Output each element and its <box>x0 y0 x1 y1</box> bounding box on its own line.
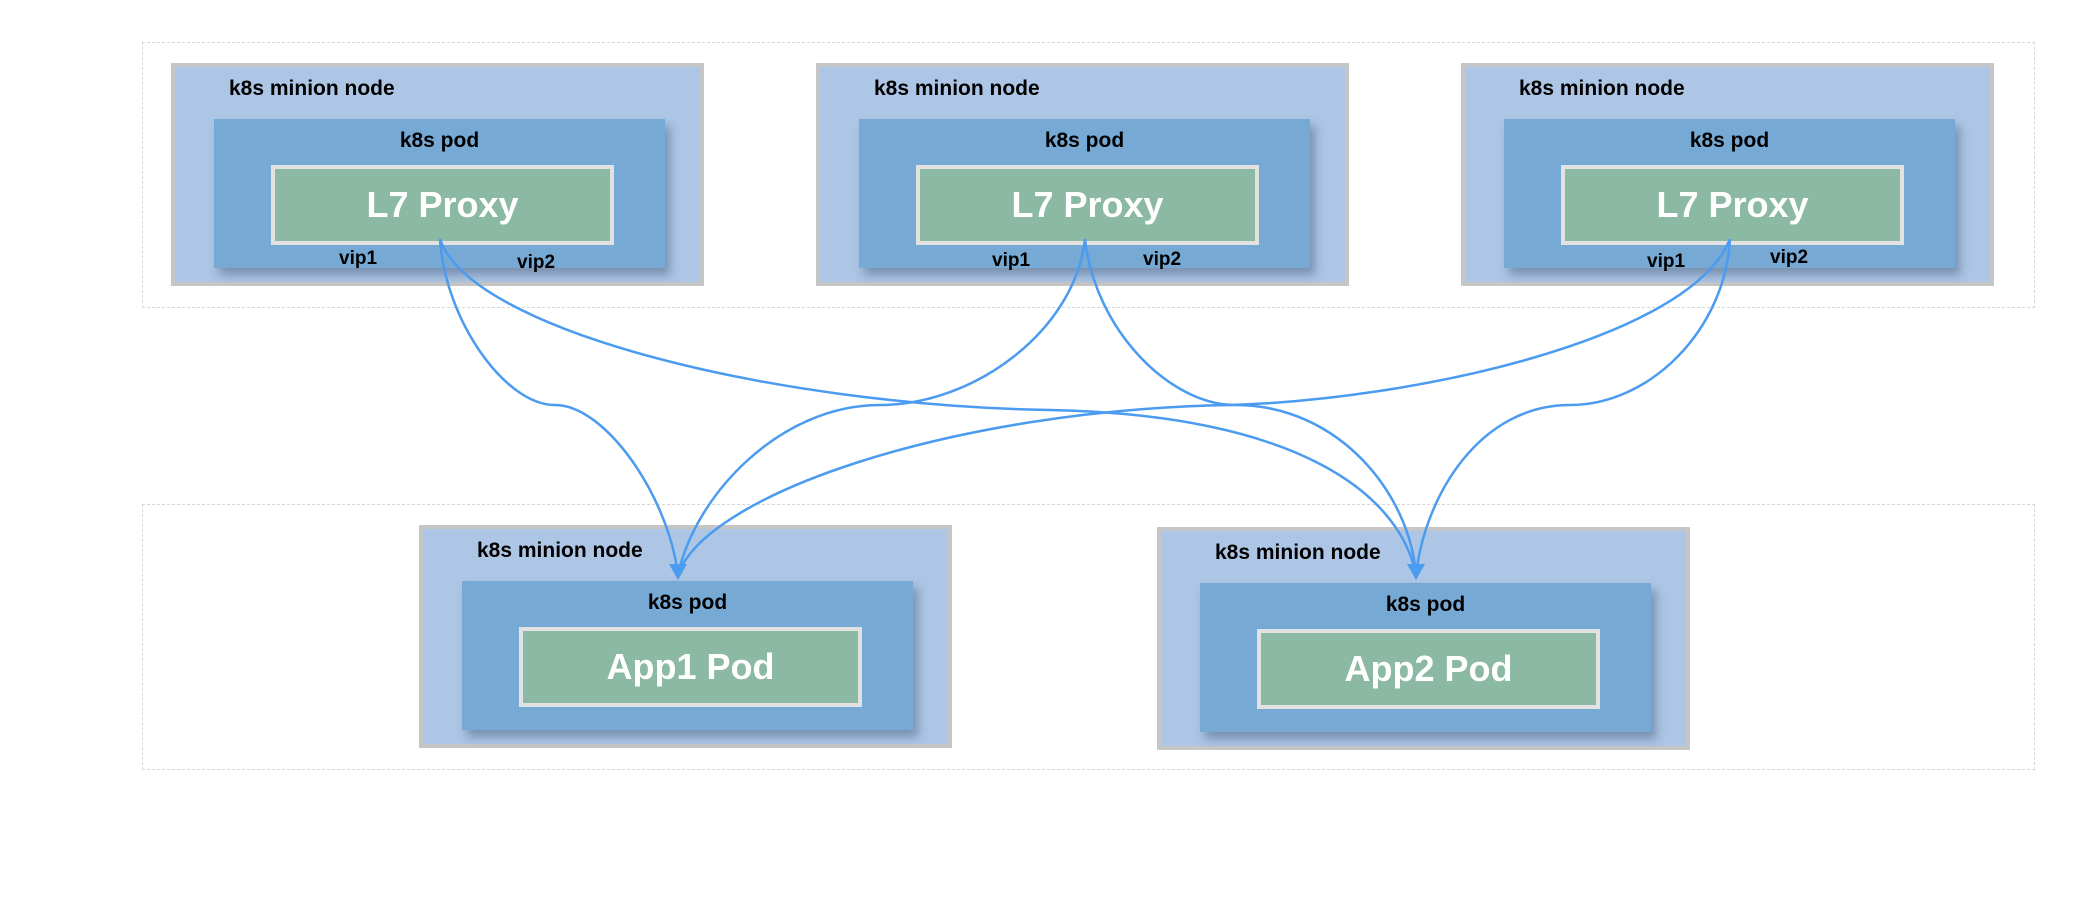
arrow-proxy3-vip1-to-app1 <box>676 238 1732 576</box>
app2-pod-box: App2 Pod <box>1257 629 1600 709</box>
app1-pod-box: App1 Pod <box>519 627 862 707</box>
pod-label: k8s pod <box>399 129 480 152</box>
arrow-proxy2-vip1-to-app1 <box>676 238 1087 576</box>
app-minion-node-2: k8s minion node k8s pod App2 Pod <box>1157 527 1690 750</box>
vip1-label: vip1 <box>339 248 378 269</box>
proxy-pod-3: k8s pod L7 Proxy <box>1504 119 1955 268</box>
proxy-minion-node-3: k8s minion node k8s pod L7 Proxy vip1 vi… <box>1461 63 1994 286</box>
arrowhead-app1 <box>669 564 687 580</box>
vip1-label: vip1 <box>992 250 1031 271</box>
proxy-pod-1: k8s pod L7 Proxy <box>214 119 665 268</box>
app-minion-node-1: k8s minion node k8s pod App1 Pod <box>419 525 952 748</box>
proxy-tier-group <box>142 42 2035 308</box>
arrowhead-app2 <box>1407 564 1425 580</box>
arrow-proxy1-vip1-to-app1 <box>438 238 680 576</box>
pod-label: k8s pod <box>647 591 728 614</box>
pod-label: k8s pod <box>1385 593 1466 616</box>
l7-proxy-box: L7 Proxy <box>271 165 614 245</box>
app-pod-2: k8s pod App2 Pod <box>1200 583 1651 732</box>
vip2-label: vip2 <box>1770 247 1809 268</box>
arrow-proxy2-vip2-to-app2 <box>1083 238 1418 576</box>
node-label: k8s minion node <box>1519 77 1685 100</box>
vip2-label: vip2 <box>1143 249 1182 270</box>
arrow-proxy3-vip2-to-app2 <box>1414 238 1732 576</box>
pod-label: k8s pod <box>1044 129 1125 152</box>
app-pod-1: k8s pod App1 Pod <box>462 581 913 730</box>
node-label: k8s minion node <box>477 539 643 562</box>
pod-label: k8s pod <box>1689 129 1770 152</box>
l7-proxy-box: L7 Proxy <box>1561 165 1904 245</box>
l7-proxy-box: L7 Proxy <box>916 165 1259 245</box>
app-tier-group <box>142 504 2035 770</box>
proxy-minion-node-1: k8s minion node k8s pod L7 Proxy vip1 vi… <box>171 63 704 286</box>
node-label: k8s minion node <box>1215 541 1381 564</box>
proxy-pod-2: k8s pod L7 Proxy <box>859 119 1310 268</box>
vip2-label: vip2 <box>517 252 556 273</box>
vip1-label: vip1 <box>1647 251 1686 272</box>
arrow-proxy1-vip2-to-app2 <box>438 238 1418 576</box>
node-label: k8s minion node <box>874 77 1040 100</box>
proxy-minion-node-2: k8s minion node k8s pod L7 Proxy vip1 vi… <box>816 63 1349 286</box>
node-label: k8s minion node <box>229 77 395 100</box>
